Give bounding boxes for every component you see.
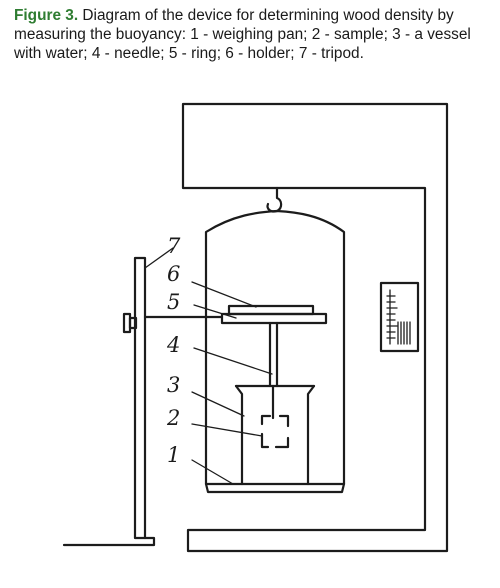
label-7: 7 (167, 234, 181, 258)
tripod (62, 256, 156, 547)
label-2: 2 (166, 406, 180, 430)
weighing-pan (204, 482, 346, 494)
sample (260, 414, 290, 449)
suspension-cage (204, 209, 346, 486)
label-3: 3 (167, 373, 180, 397)
caption-text: Diagram of the device for determining wo… (14, 7, 471, 62)
label-1: 1 (167, 443, 180, 467)
ring (143, 312, 328, 325)
label-5: 5 (167, 290, 180, 314)
label-4: 4 (166, 333, 180, 357)
vessel (234, 384, 316, 486)
figure-label: Figure 3. (14, 7, 79, 24)
hook (266, 186, 283, 213)
figure-caption: Figure 3. Diagram of the device for dete… (14, 6, 490, 63)
scale-dial (379, 281, 420, 353)
leader-lines (144, 247, 273, 485)
balance-frame (181, 102, 449, 553)
holder (227, 304, 315, 316)
label-6: 6 (167, 262, 180, 286)
needle (268, 321, 279, 420)
